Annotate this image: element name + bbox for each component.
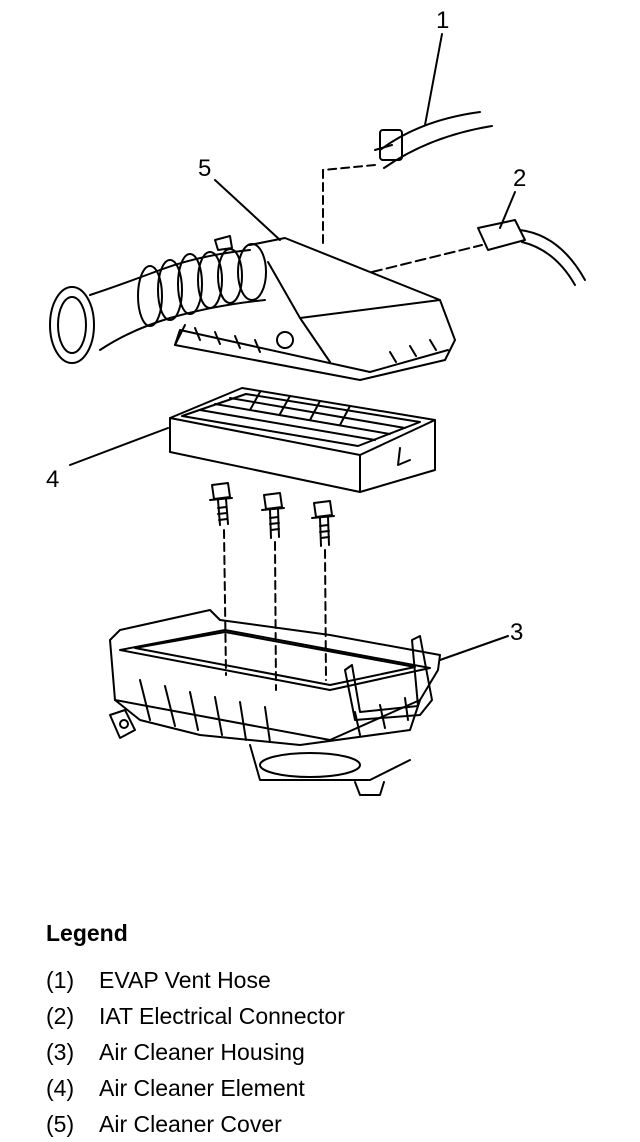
- legend-item-label: EVAP Vent Hose: [99, 967, 271, 993]
- legend-item-label: Air Cleaner Housing: [99, 1039, 305, 1065]
- bolt-guide-lines: [223, 529, 327, 691]
- mounting-bolt-left: [209, 482, 233, 526]
- legend-item-number: (5): [46, 1111, 75, 1137]
- legend: Legend (1) EVAP Vent Hose (2) IAT Electric…: [46, 918, 626, 1142]
- legend-item: (5) Air Cleaner Cover: [46, 1106, 626, 1142]
- air-cleaner-element: [169, 387, 436, 493]
- evap-vent-hose: [374, 111, 493, 169]
- callout-4: 4: [46, 466, 59, 493]
- callout-leader-2: [499, 191, 516, 229]
- air-cleaner-exploded-diagram: 1 2 3 4 5: [46, 7, 586, 796]
- callout-leader-3: [439, 635, 509, 661]
- mounting-bolt-right: [311, 500, 335, 547]
- legend-item: (2) IAT Electrical Connector: [46, 998, 626, 1034]
- callout-leader-4: [69, 427, 169, 466]
- connector-guide-2: [371, 244, 483, 273]
- air-cleaner-housing: [109, 609, 441, 796]
- legend-item-number: (1): [46, 967, 75, 993]
- legend-item-number: (3): [46, 1039, 75, 1065]
- legend-item-label: Air Cleaner Cover: [99, 1111, 282, 1137]
- air-cleaner-cover: [49, 235, 456, 381]
- legend-item-number: (2): [46, 1003, 75, 1029]
- hose-guide-top: [322, 164, 376, 171]
- legend-item: (4) Air Cleaner Element: [46, 1070, 626, 1106]
- legend-item-number: (4): [46, 1075, 75, 1101]
- legend-item: (1) EVAP Vent Hose: [46, 962, 626, 998]
- mounting-bolt-center: [261, 492, 285, 539]
- iat-electrical-connector: [477, 219, 586, 286]
- callout-1: 1: [436, 7, 449, 34]
- callout-3: 3: [510, 619, 523, 646]
- callout-leader-5: [214, 179, 281, 241]
- legend-item-label: Air Cleaner Element: [99, 1075, 305, 1101]
- legend-item-label: IAT Electrical Connector: [99, 1003, 345, 1029]
- legend-item: (3) Air Cleaner Housing: [46, 1034, 626, 1070]
- callout-5: 5: [198, 155, 211, 182]
- callout-2: 2: [513, 165, 526, 192]
- callout-leader-1: [424, 33, 443, 126]
- legend-title: Legend: [46, 920, 128, 946]
